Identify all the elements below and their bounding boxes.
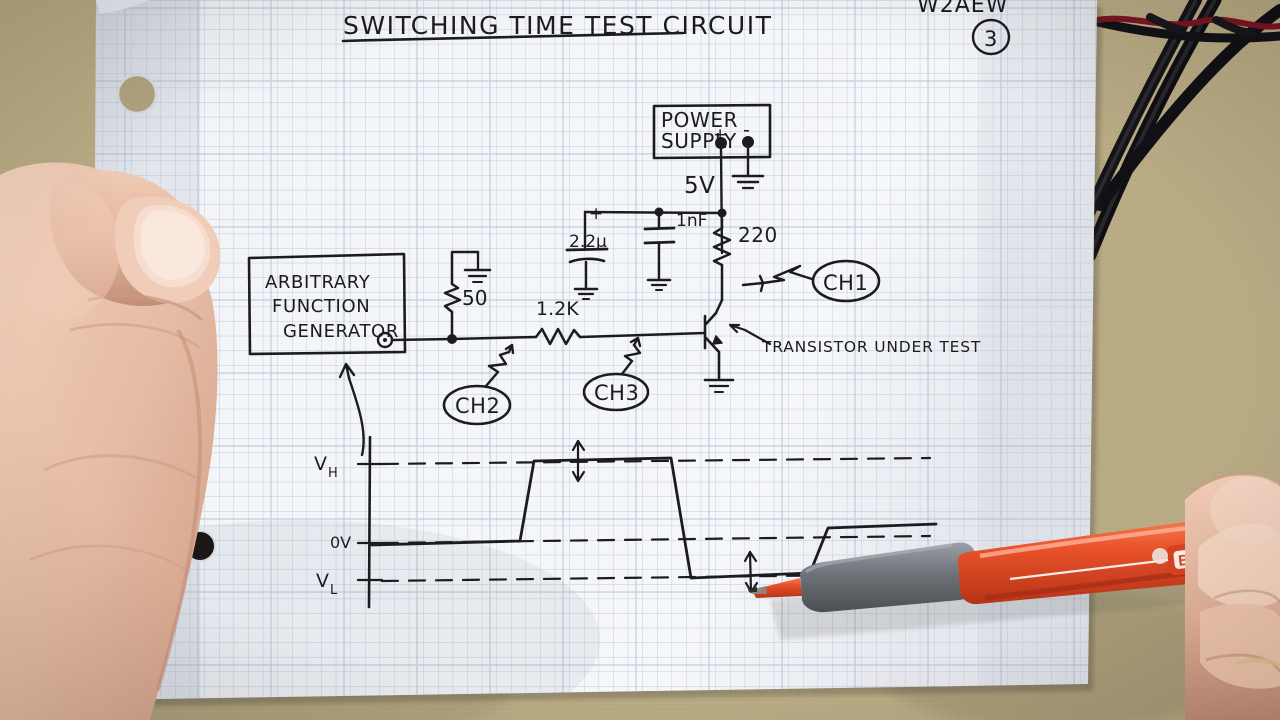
photo-vignette xyxy=(0,0,1280,720)
schematic-photo-scene: SWITCHING TIME TEST CIRCUIT W2AEW 3 ARBI… xyxy=(0,0,1280,720)
scene-canvas: SWITCHING TIME TEST CIRCUIT W2AEW 3 ARBI… xyxy=(0,0,1280,720)
